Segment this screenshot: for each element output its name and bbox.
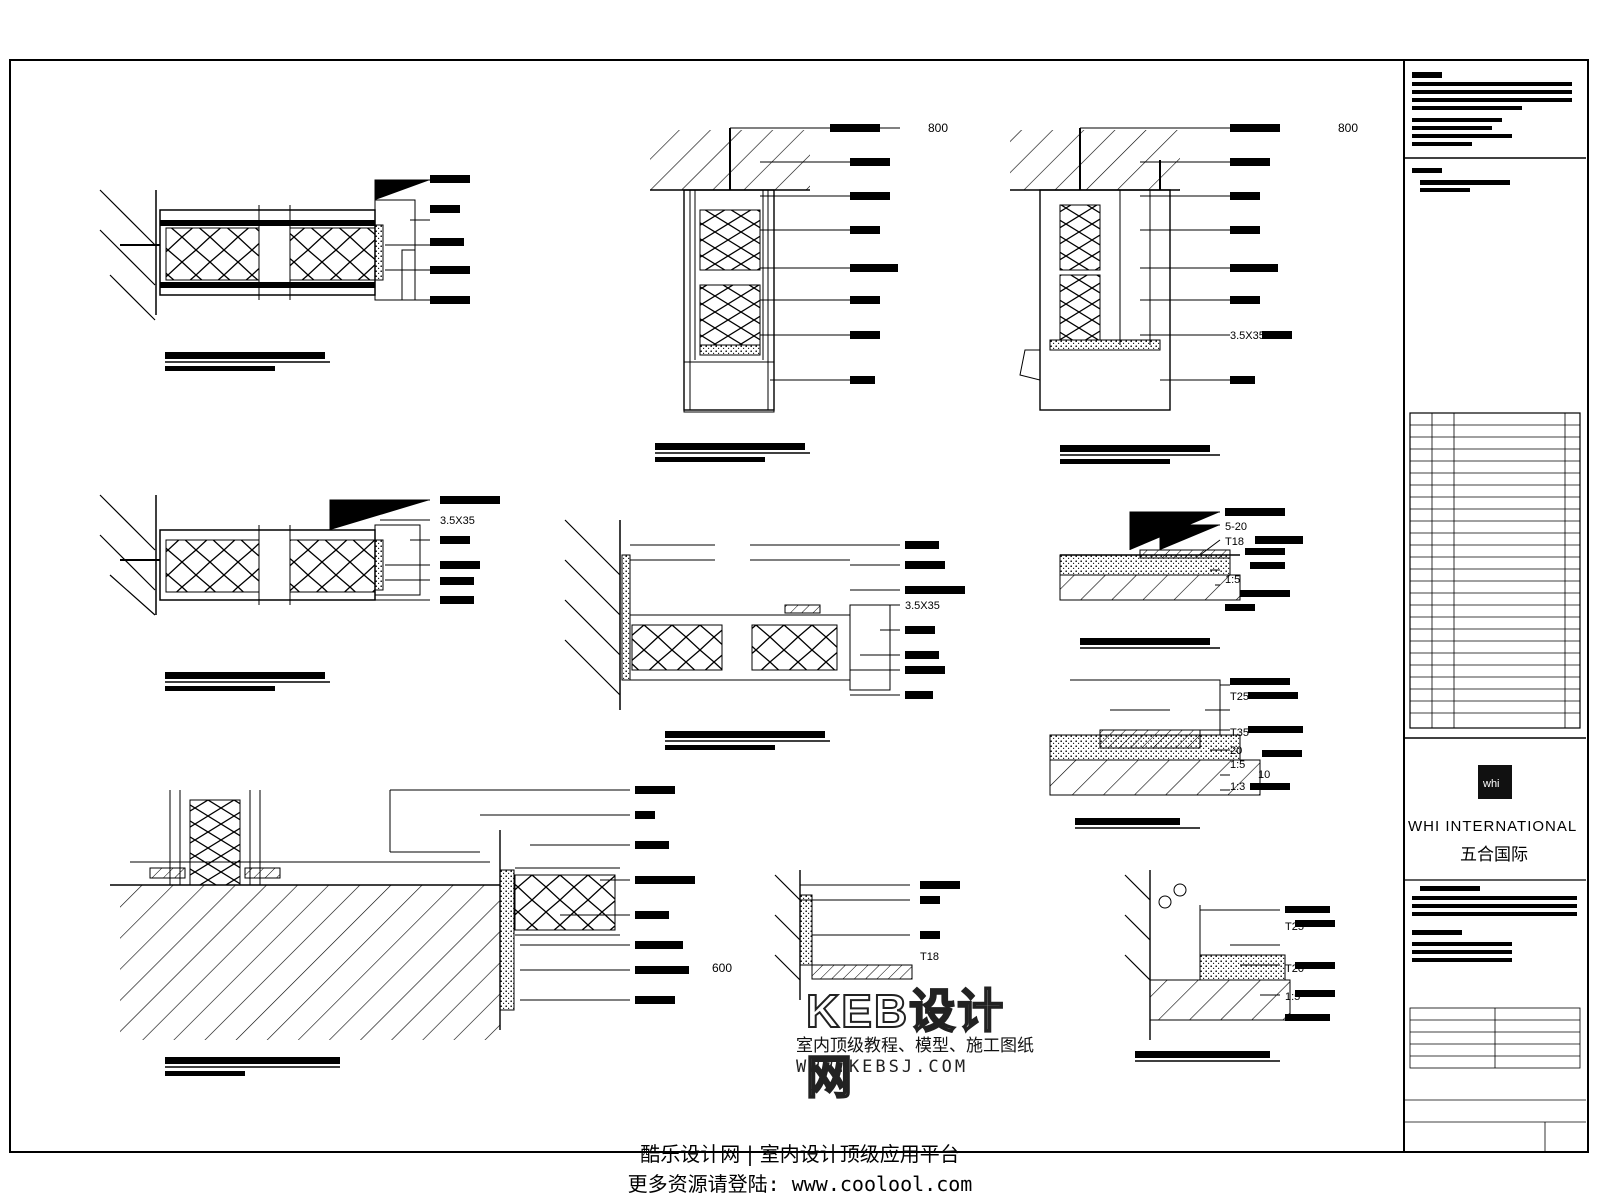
detail-1	[99, 175, 470, 371]
floor-label-4: T25	[1230, 691, 1249, 703]
sheet-border	[9, 59, 1589, 1153]
dim-600: 600	[712, 961, 732, 975]
label-3-5x35-b: 3.5X35	[440, 515, 475, 527]
brand-en: WHI INTERNATIONAL	[1408, 818, 1578, 835]
title-block: WHI INTERNATIONAL 五合国际	[1404, 66, 1586, 1150]
footer-line-1: 酷乐设计网 | 室内设计顶级应用平台	[640, 1142, 960, 1166]
label-3-5x35-a: 3.5X35	[1230, 330, 1265, 342]
floor-label-9: 1:3	[1230, 781, 1245, 793]
detail-8: 600	[110, 786, 732, 1076]
detail-5: 3.5X35	[564, 519, 965, 750]
detail-9: T18	[774, 870, 960, 1000]
logo-text: whi	[1482, 778, 1500, 790]
detail-2: 800	[650, 121, 948, 462]
detail-4: 3.5X35	[99, 494, 500, 691]
detail-10: T25 T20 1:5	[1124, 870, 1335, 1062]
detail-3: 800 3.5X35	[1010, 121, 1358, 464]
watermark-url: WWW.KEBSJ.COM	[796, 1057, 969, 1077]
brand-cn: 五合国际	[1460, 845, 1528, 865]
floor-label-1: 5-20	[1225, 521, 1247, 533]
floor-label-7: 1:5	[1230, 759, 1245, 771]
footer-line-2: 更多资源请登陆: www.coolool.com	[627, 1172, 973, 1196]
floor-label-2: T18	[1225, 536, 1244, 548]
watermark: KEB设计网 室内顶级教程、模型、施工图纸 WWW.KEBSJ.COM	[796, 975, 1034, 1104]
title-block-graphics: whi	[1404, 72, 1586, 1152]
dim-800-b: 800	[1338, 121, 1358, 135]
label-3-5x35-c: 3.5X35	[905, 600, 940, 612]
floor-label-13: 1:5	[1285, 991, 1300, 1003]
floor-label-8: 10	[1258, 769, 1270, 781]
floor-label-11: T25	[1285, 921, 1304, 933]
floor-label-3: 1:5	[1225, 574, 1240, 586]
dim-800-a: 800	[928, 121, 948, 135]
detail-7: T25 T35 20 1:5 10 1:3	[1049, 678, 1303, 829]
watermark-subtitle: 室内顶级教程、模型、施工图纸	[796, 1036, 1034, 1056]
detail-6: 5-20 T18 1:5	[1059, 508, 1303, 649]
floor-label-12: T20	[1285, 963, 1304, 975]
floor-label-10: T18	[920, 951, 939, 963]
floor-label-6: 20	[1230, 745, 1242, 757]
watermark-logo: KEB设计网	[805, 984, 1006, 1104]
floor-label-5: T35	[1230, 727, 1249, 739]
